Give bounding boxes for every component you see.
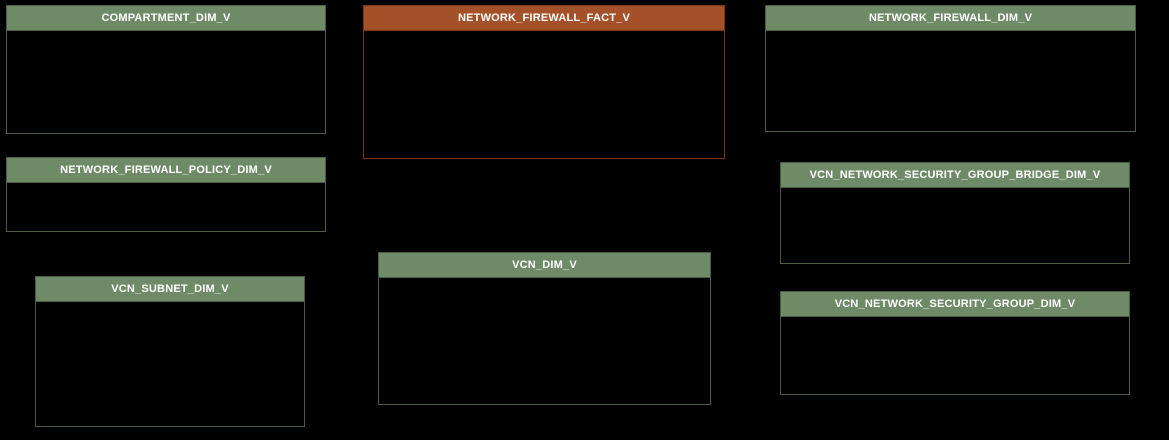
entity-column-list [379, 278, 710, 404]
entity-column-list [7, 31, 325, 133]
entity-column-list [766, 31, 1135, 131]
entity-column-list [781, 188, 1129, 263]
entity-header: VCN_NETWORK_SECURITY_GROUP_DIM_V [781, 292, 1129, 317]
entity-header: NETWORK_FIREWALL_FACT_V [364, 6, 724, 31]
entity-column-list [7, 183, 325, 231]
entity-network_firewall_dim_v[interactable]: NETWORK_FIREWALL_DIM_V [765, 5, 1136, 132]
entity-column-list [781, 317, 1129, 394]
entity-column-list [36, 302, 304, 426]
entity-vcn_dim_v[interactable]: VCN_DIM_V [378, 252, 711, 405]
entity-header: COMPARTMENT_DIM_V [7, 6, 325, 31]
entity-header: NETWORK_FIREWALL_DIM_V [766, 6, 1135, 31]
entity-vcn_subnet_dim_v[interactable]: VCN_SUBNET_DIM_V [35, 276, 305, 427]
entity-header: VCN_DIM_V [379, 253, 710, 278]
entity-compartment_dim_v[interactable]: COMPARTMENT_DIM_V [6, 5, 326, 134]
entity-header: VCN_NETWORK_SECURITY_GROUP_BRIDGE_DIM_V [781, 163, 1129, 188]
entity-header: NETWORK_FIREWALL_POLICY_DIM_V [7, 158, 325, 183]
entity-network_firewall_policy_dim_v[interactable]: NETWORK_FIREWALL_POLICY_DIM_V [6, 157, 326, 232]
entity-header: VCN_SUBNET_DIM_V [36, 277, 304, 302]
entity-vcn_network_security_group_bridge_dim_v[interactable]: VCN_NETWORK_SECURITY_GROUP_BRIDGE_DIM_V [780, 162, 1130, 264]
entity-vcn_network_security_group_dim_v[interactable]: VCN_NETWORK_SECURITY_GROUP_DIM_V [780, 291, 1130, 395]
entity-network_firewall_fact_v[interactable]: NETWORK_FIREWALL_FACT_V [363, 5, 725, 159]
entity-column-list [364, 31, 724, 158]
